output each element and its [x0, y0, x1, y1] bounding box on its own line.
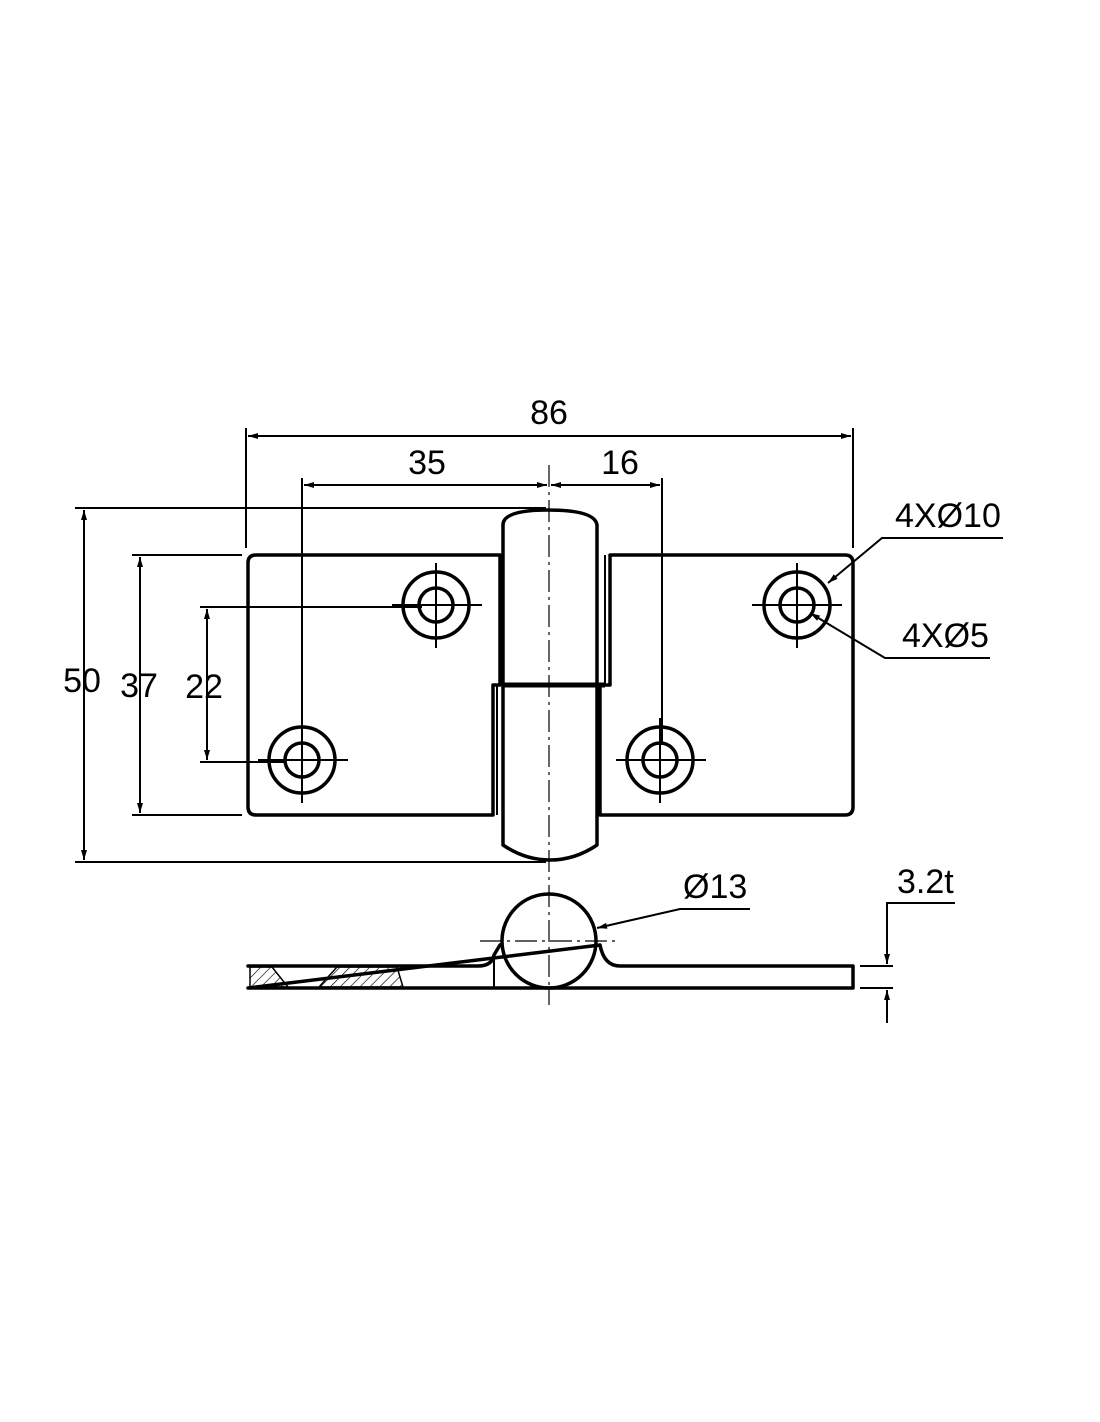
callout-4x-dia10: 4XØ10 — [895, 497, 1001, 535]
right-leaf-outline — [598, 553, 855, 817]
knuckle-top — [501, 508, 599, 687]
dim-label-thickness: 3.2t — [897, 863, 954, 901]
callout-dia13: Ø13 — [683, 868, 747, 906]
dimension-86: 86 — [245, 394, 854, 548]
dimension-50: 50 — [63, 507, 546, 863]
dim-label-50: 50 — [63, 662, 101, 700]
dimension-16: 16 — [551, 444, 663, 745]
leader-knuckle-diameter: Ø13 — [596, 868, 750, 929]
dim-label-22: 22 — [185, 668, 223, 706]
leader-hole: 4XØ5 — [809, 612, 990, 659]
dim-label-35: 35 — [408, 444, 446, 482]
hole-top-right — [752, 563, 842, 648]
dim-label-37: 37 — [120, 667, 158, 705]
left-leaf-outline — [246, 553, 502, 817]
top-view — [246, 465, 855, 1005]
dimension-37: 37 — [120, 554, 242, 816]
hole-top-left — [392, 563, 482, 648]
side-view — [246, 892, 855, 990]
dim-label-86: 86 — [530, 394, 568, 432]
leader-counterbore: 4XØ10 — [827, 497, 1003, 584]
knuckle-bottom — [501, 683, 599, 862]
dimension-thickness: 3.2t — [860, 863, 955, 1023]
dimension-35: 35 — [301, 444, 547, 745]
callout-4x-dia5: 4XØ5 — [902, 617, 989, 655]
dim-label-16: 16 — [601, 444, 639, 482]
hole-bottom-right — [616, 718, 706, 803]
dimension-22: 22 — [185, 606, 422, 763]
side-plate-outline — [246, 943, 502, 968]
